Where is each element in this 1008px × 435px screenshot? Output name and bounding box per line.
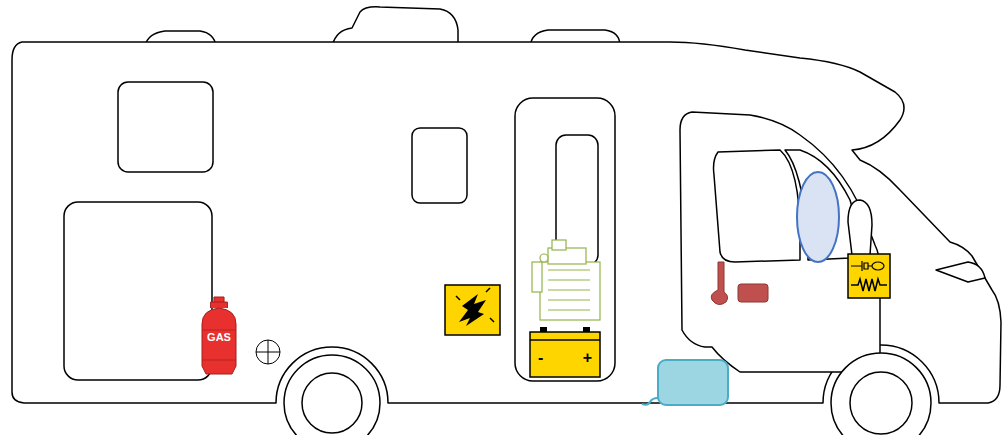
front-wheel-hub — [850, 372, 912, 434]
rear-wheel-hub — [302, 373, 362, 433]
terminal-sign: - — [538, 350, 543, 366]
roof-hatch — [332, 7, 458, 46]
battery: -+ — [530, 332, 600, 377]
side-window — [412, 128, 467, 203]
rear-window — [118, 82, 213, 172]
inverter-symbol — [445, 285, 500, 335]
node-label: GAS — [207, 332, 231, 343]
motorhome-body — [12, 42, 1001, 403]
cab-switch — [711, 262, 727, 305]
seat-headrest — [848, 200, 872, 255]
headlight — [936, 262, 985, 282]
cab-window — [714, 150, 801, 262]
gas-cylinder: GAS — [198, 300, 240, 374]
water-tank — [642, 360, 728, 405]
cab-socket — [738, 284, 768, 302]
front-wheel — [831, 353, 931, 435]
rear-wheel — [284, 355, 380, 435]
terminal-sign: + — [583, 350, 592, 366]
filler-cap — [256, 340, 280, 364]
resistor-symbol — [848, 254, 890, 298]
cab-door — [680, 112, 880, 372]
heater-unit — [532, 240, 600, 320]
entry-door — [515, 98, 615, 381]
steering-wheel — [797, 172, 839, 262]
rear-locker — [64, 202, 212, 380]
